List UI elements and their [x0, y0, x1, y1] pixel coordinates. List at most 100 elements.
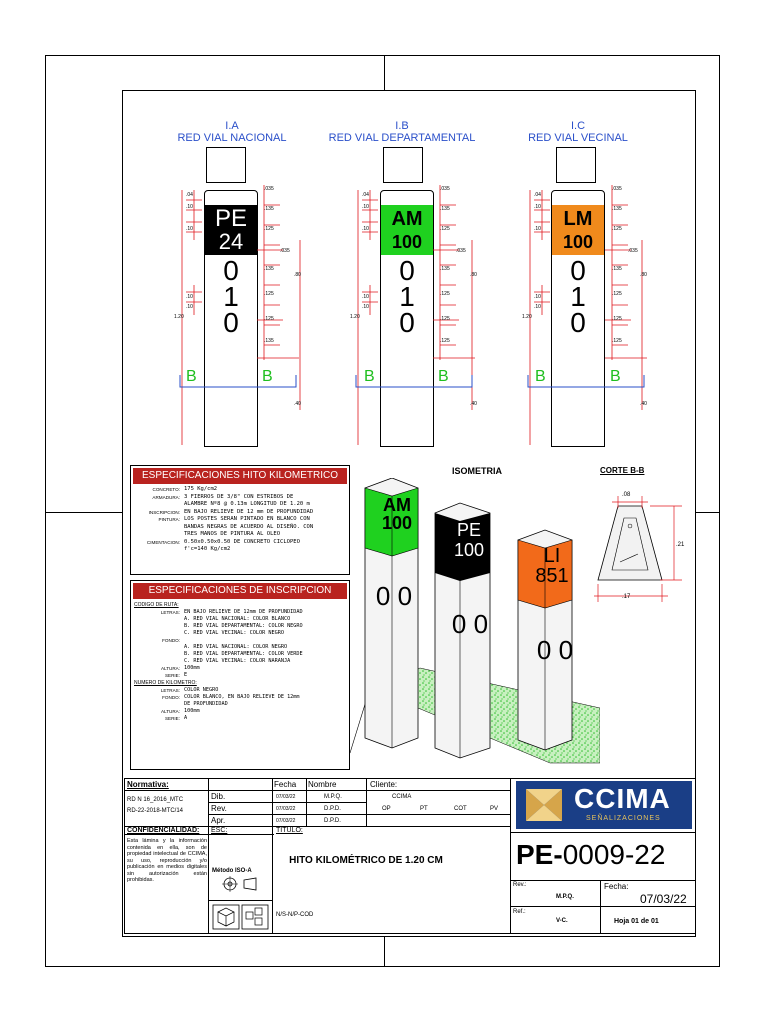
rev-value: M.P.Q.: [556, 894, 574, 900]
km-digit: 0: [570, 307, 586, 338]
spec-value: E: [184, 672, 188, 678]
spec-row: f'c=140 Kg/cm2: [131, 546, 349, 554]
svg-text:.135: .135: [612, 206, 622, 212]
svg-text:.10: .10: [362, 294, 369, 300]
spec-value: B. RED VIAL DEPARTAMENTAL: COLOR VERDE: [184, 651, 303, 657]
svg-text:.40: .40: [640, 401, 647, 407]
spec-key: LETRAS:: [160, 610, 180, 615]
svg-text:.10: .10: [534, 226, 541, 232]
svg-text:.125: .125: [440, 291, 450, 297]
iso-digits: 0 0: [536, 635, 574, 665]
spec-hito-title: ESPECIFICACIONES HITO KILOMETRICO: [133, 468, 347, 484]
svg-text:.04: .04: [186, 192, 193, 198]
spec-row: ALAMBRE Nº8 @ 0.13m LONGITUD DE 1.20 m: [131, 501, 349, 509]
svg-text:.135: .135: [264, 266, 274, 272]
spec-row: CIMENTACION: 0.50x0.50x0.50 DE CONCRETO C…: [131, 539, 349, 547]
col-cot: COT: [454, 806, 467, 812]
spec-insc-section: NUMERO DE KILOMETRO:: [134, 680, 197, 686]
svg-text:.125: .125: [612, 338, 622, 344]
corte-title: CORTE B-B: [600, 466, 645, 475]
spec-value: B. RED VIAL DEPARTAMENTAL: COLOR NEGRO: [184, 623, 303, 629]
spec-row: FONDO:COLOR BLANCO, EN BAJO RELIEVE DE 1…: [131, 694, 349, 701]
spec-key: ALTURA:: [160, 709, 180, 714]
role-dib: Dib.: [211, 792, 226, 801]
spec-key: CIMENTACION:: [146, 539, 180, 545]
section-mark: B: [186, 368, 197, 385]
role-name: D.P.D.: [324, 818, 341, 824]
normativa-label: Normativa:: [127, 780, 169, 789]
spec-key: ALTURA:: [160, 666, 180, 671]
cad-icons: [212, 904, 269, 930]
svg-text:.10: .10: [362, 204, 369, 210]
doc-number: PE-0009-22: [516, 839, 666, 870]
km-digit: 0: [399, 255, 415, 286]
spec-value: COLOR NEGRO: [184, 687, 219, 693]
svg-text:.125: .125: [264, 316, 274, 322]
drawing-code: N/S-N/P-COD: [276, 912, 314, 918]
svg-text:.125: .125: [264, 226, 274, 232]
spec-row: ALTURA: 100mm: [131, 665, 349, 672]
ref-label: Ref.:: [513, 909, 526, 915]
spec-key: SERIE:: [164, 716, 180, 721]
spec-key: [134, 501, 184, 509]
frame-tick-right: [696, 512, 720, 513]
svg-text:.80: .80: [470, 272, 477, 278]
svg-text:.10: .10: [186, 294, 193, 300]
svg-text:.80: .80: [640, 272, 647, 278]
ccima-logo: CCIMA SEÑALIZACIONES: [516, 781, 692, 829]
title-block: [124, 778, 696, 934]
spec-value: f'c=140 Kg/cm2: [184, 546, 231, 552]
spec-row: CONCRETO:175 Kg/cm2: [131, 486, 349, 494]
spec-value: C. RED VIAL VECINAL: COLOR NEGRO: [184, 630, 284, 636]
spec-key: CONCRETO:: [152, 487, 180, 492]
spec-value: 100mm: [184, 708, 200, 714]
iso-digits: 0 0: [375, 581, 413, 611]
cliente-label: Cliente:: [370, 780, 398, 789]
km-digit: 0: [223, 255, 239, 286]
outer-frame: [45, 55, 720, 967]
role-apr: Apr.: [211, 816, 226, 825]
spec-key: FONDO:: [162, 695, 180, 700]
svg-text:.035: .035: [456, 248, 466, 254]
spec-value: 100mm: [184, 665, 200, 671]
frame-tick-top: [384, 55, 385, 90]
spec-key: [134, 616, 184, 623]
svg-text:.125: .125: [612, 316, 622, 322]
frame-tick-bottom: [384, 937, 385, 967]
km-digit: 1: [223, 281, 239, 312]
svg-text:.40: .40: [294, 401, 301, 407]
logo-text: CCIMA: [574, 783, 671, 814]
spec-row: INSCRIPCION:EN BAJO RELIEVE DE 12 mm DE …: [131, 509, 349, 517]
metodo-label: Método ISO-A: [212, 868, 252, 874]
projection-symbol-icon: [222, 876, 257, 892]
role-rev: Rev.: [211, 804, 227, 813]
corte-dim-side: .21: [676, 542, 685, 548]
confidencialidad-text: Esta lámina y la información contenida e…: [127, 838, 207, 883]
svg-text:.10: .10: [534, 204, 541, 210]
rev-label: Rev.:: [513, 882, 527, 888]
svg-text:.125: .125: [612, 226, 622, 232]
col-op: OP: [382, 806, 391, 812]
svg-text:.035: .035: [628, 248, 638, 254]
spec-value: TRES MANOS DE PINTURA AL OLEO: [184, 531, 281, 537]
svg-text:.125: .125: [440, 316, 450, 322]
spec-value: EN BAJO RELIEVE DE 12mm DE PROFUNDIDAD: [184, 609, 303, 615]
svg-text:.10: .10: [186, 304, 193, 310]
km-digit: 0: [570, 255, 586, 286]
svg-text:.10: .10: [362, 226, 369, 232]
spec-key: [134, 524, 184, 532]
svg-text:.10: .10: [534, 294, 541, 300]
svg-text:.04: .04: [534, 192, 541, 198]
spec-value: 0.50x0.50x0.50 DE CONCRETO CICLOPEO: [184, 538, 300, 545]
spec-row: DE PROFUNDIDAD: [131, 701, 349, 708]
svg-text:.125: .125: [440, 338, 450, 344]
role-date: 07/03/22: [276, 806, 296, 812]
spec-value: A. RED VIAL NACIONAL: COLOR NEGRO: [184, 644, 288, 650]
spec-row: B. RED VIAL DEPARTAMENTAL: COLOR NEGRO: [131, 623, 349, 630]
